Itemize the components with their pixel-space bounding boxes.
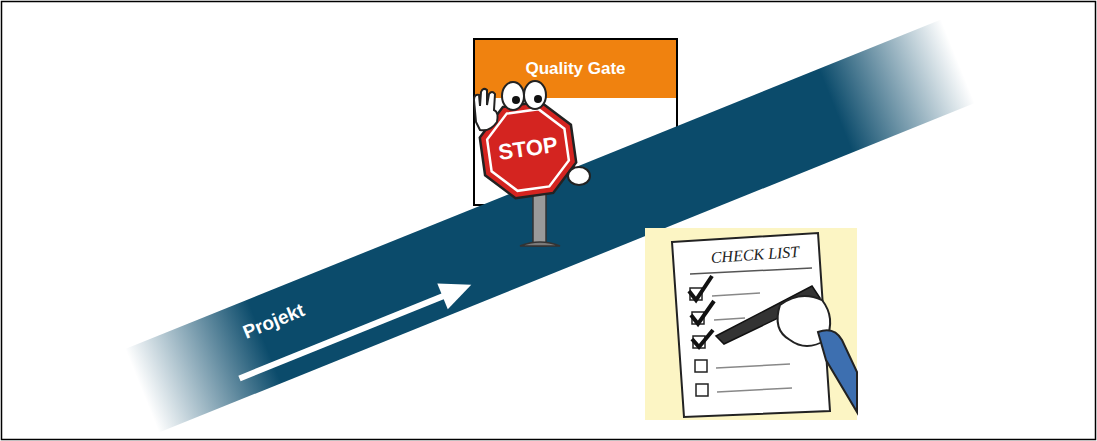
sleeve — [818, 330, 857, 412]
left-pupil — [512, 96, 520, 104]
checklist-illustration — [645, 228, 857, 420]
checkbox — [690, 288, 702, 300]
checklist-background — [645, 228, 857, 420]
pen — [716, 286, 820, 344]
right-arm — [565, 160, 576, 174]
checkbox — [696, 384, 708, 396]
resting-glove — [568, 167, 590, 185]
writing-hand — [778, 296, 831, 346]
checkbox — [695, 360, 707, 372]
right-eye — [524, 81, 546, 109]
paper-rule — [690, 268, 812, 274]
raised-glove — [474, 89, 498, 130]
stop-sign-text: STOP — [492, 131, 565, 166]
direction-arrow — [234, 272, 476, 392]
stop-character — [474, 81, 590, 246]
right-pupil — [534, 95, 542, 103]
pole-base — [520, 242, 560, 246]
gate-title: Quality Gate — [475, 40, 676, 98]
checklist-paper — [672, 233, 830, 417]
check-mark — [692, 330, 713, 347]
checkbox — [692, 312, 704, 324]
list-line — [712, 293, 760, 296]
checkbox — [693, 336, 705, 348]
arrow-shaft — [239, 295, 446, 379]
octagon-outline — [476, 98, 580, 202]
checklist-heading: CHECK LIST — [700, 242, 811, 268]
stop-octagon — [476, 98, 580, 202]
check-mark — [689, 276, 712, 300]
arrow-head — [437, 272, 476, 310]
check-mark — [691, 301, 714, 324]
list-line — [717, 388, 792, 392]
left-eye — [502, 82, 524, 110]
octagon-inner-ring — [484, 106, 572, 194]
list-line — [716, 364, 790, 368]
band-label: Projekt — [240, 299, 308, 344]
sign-pole — [533, 186, 546, 246]
list-line — [714, 318, 745, 320]
left-arm — [486, 118, 500, 140]
